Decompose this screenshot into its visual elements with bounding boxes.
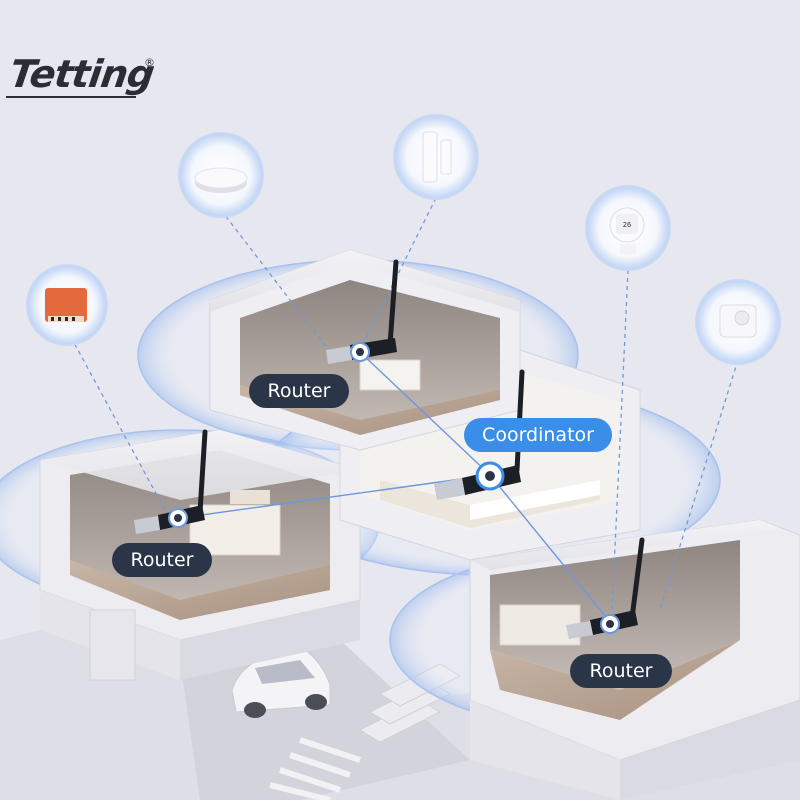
coordinator-dongle <box>434 369 525 500</box>
door-sensor-icon <box>393 114 479 200</box>
trademark-symbol: ® <box>144 56 155 69</box>
coordinator-label: Coordinator <box>464 418 612 452</box>
usb-dongles <box>134 259 645 639</box>
hub-puck-icon <box>178 132 264 218</box>
router-label-left: Router <box>112 543 212 577</box>
router-label-top: Router <box>249 374 349 408</box>
device-bubbles: 26 <box>26 114 781 365</box>
mesh-lines <box>179 351 611 623</box>
device-link-lines <box>66 197 739 613</box>
svg-text:26: 26 <box>623 221 631 229</box>
router-dongle-left <box>134 429 208 534</box>
brand-name: Tetting <box>6 52 157 96</box>
wall-switch-module-icon <box>26 264 108 346</box>
motion-sensor-icon <box>695 279 781 365</box>
router-label-bottom: Router <box>570 654 672 688</box>
thermostat-display-icon: 26 <box>585 185 671 271</box>
router-dongle-top <box>326 259 399 364</box>
router-dongle-bottom <box>566 537 645 639</box>
logo-underline <box>6 96 136 98</box>
parked-car <box>231 649 331 718</box>
brand-logo: Tetting ® <box>6 52 156 108</box>
